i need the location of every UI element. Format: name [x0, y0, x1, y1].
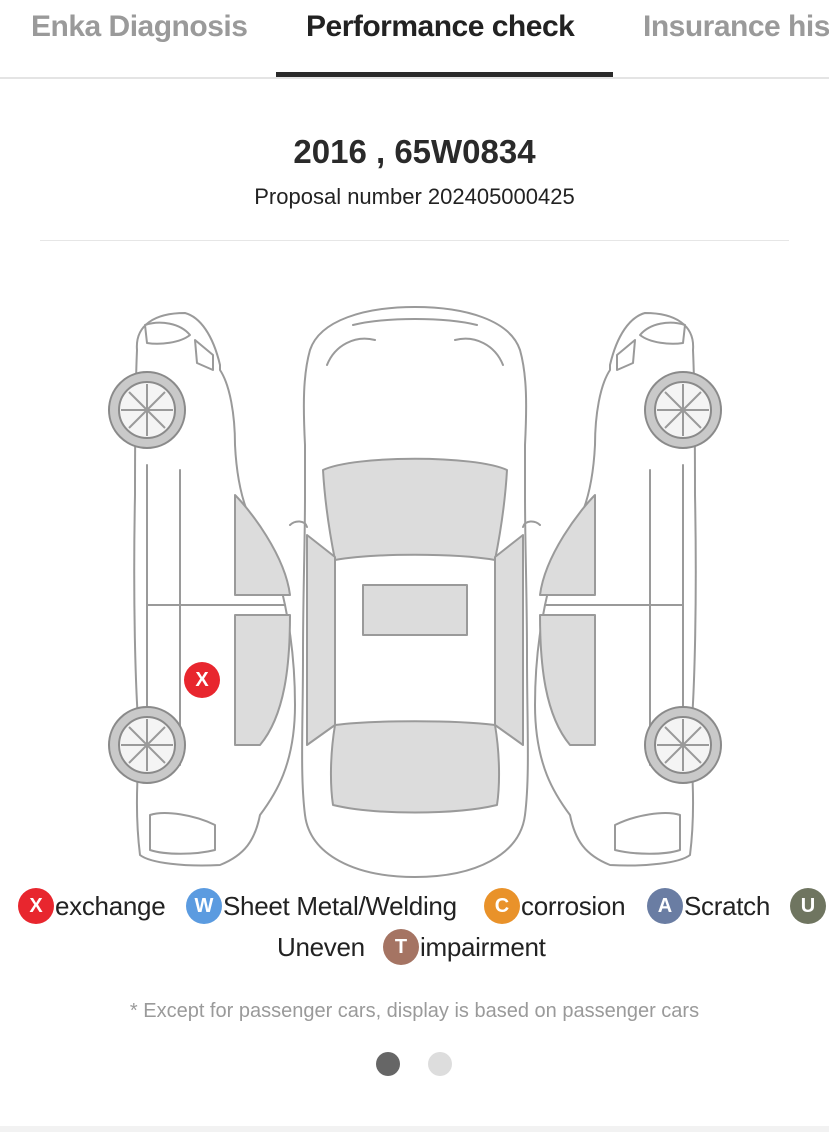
legend-item-exchange: X exchange: [18, 886, 166, 926]
tab-performance-check[interactable]: Performance check: [306, 10, 575, 43]
legend-row-2: Uneven T impairment: [0, 927, 829, 967]
legend-label: impairment: [420, 931, 546, 962]
tab-bar: Enka Diagnosis Performance check Insuran…: [0, 0, 829, 79]
legend-badge-x: X: [18, 888, 54, 924]
bottom-divider: [0, 1126, 829, 1132]
legend-row-1: X exchange W Sheet Metal/Welding C corro…: [0, 886, 829, 926]
legend-item-uneven-badge: U: [790, 886, 826, 926]
damage-marker-exchange[interactable]: X: [184, 662, 220, 698]
carousel-dot-2[interactable]: [428, 1052, 452, 1076]
car-damage-diagram: X: [95, 295, 735, 885]
legend-badge-c: C: [484, 888, 520, 924]
legend-item-impairment: T impairment: [383, 927, 546, 967]
car-outline-illustration: [108, 306, 722, 878]
legend-label: Uneven: [277, 931, 365, 962]
carousel-dot-1[interactable]: [376, 1052, 400, 1076]
legend-badge-a: A: [647, 888, 683, 924]
active-tab-indicator: [276, 72, 613, 77]
legend-badge-w: W: [186, 888, 222, 924]
legend-item-scratch: A Scratch: [647, 886, 770, 926]
vehicle-title: 2016 , 65W0834: [293, 133, 536, 170]
legend-badge-t: T: [383, 929, 419, 965]
tab-insurance-history[interactable]: Insurance his: [643, 10, 829, 43]
diagram-note: * Except for passenger cars, display is …: [129, 1000, 700, 1022]
legend-item-corrosion: C corrosion: [484, 886, 626, 926]
legend-label: corrosion: [521, 890, 626, 921]
legend-item-sheet-metal: W Sheet Metal/Welding: [186, 886, 457, 926]
legend-badge-u: U: [790, 888, 826, 924]
divider: [40, 240, 789, 241]
proposal-number: Proposal number 202405000425: [254, 184, 575, 209]
legend-item-uneven-label: Uneven: [276, 927, 381, 967]
legend-label: exchange: [55, 890, 166, 921]
legend-label: Sheet Metal/Welding: [223, 890, 457, 921]
tab-enka-diagnosis[interactable]: Enka Diagnosis: [31, 10, 248, 43]
legend-label: Scratch: [684, 890, 771, 921]
